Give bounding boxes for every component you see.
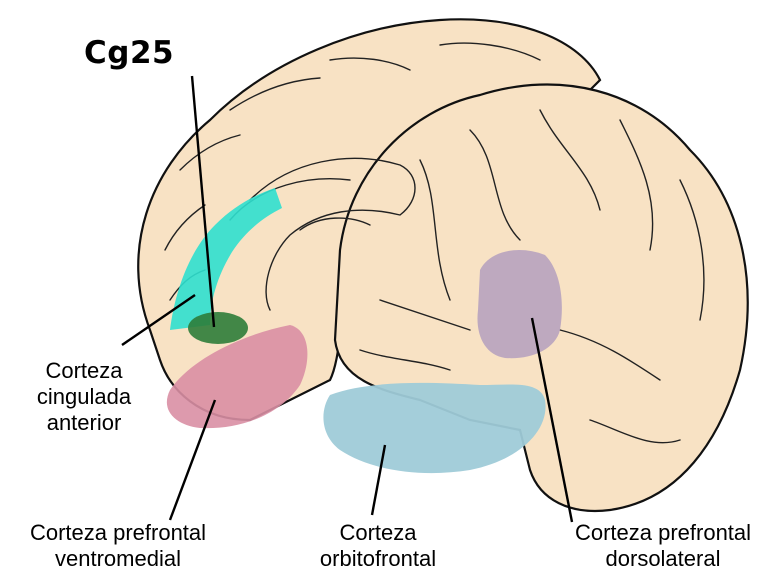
ventromedial-label: Corteza prefrontal ventromedial xyxy=(8,520,228,572)
anterior-cingulate-label: Corteza cingulada anterior xyxy=(22,358,146,436)
orbitofrontal-region xyxy=(323,383,545,473)
acc-line-3: anterior xyxy=(22,410,146,436)
ofc-line-2: orbitofrontal xyxy=(318,546,438,572)
cg25-label: Cg25 xyxy=(84,40,174,66)
dl-line-2: dorsolateral xyxy=(556,546,770,572)
ofc-line-1: Corteza xyxy=(318,520,438,546)
acc-line-1: Corteza xyxy=(22,358,146,384)
cg25-region xyxy=(188,312,248,344)
acc-line-2: cingulada xyxy=(22,384,146,410)
vm-line-1: Corteza prefrontal xyxy=(8,520,228,546)
dorsolateral-region xyxy=(477,250,561,358)
vm-line-2: ventromedial xyxy=(8,546,228,572)
dl-line-1: Corteza prefrontal xyxy=(556,520,770,546)
orbitofrontal-label: Corteza orbitofrontal xyxy=(318,520,438,572)
dorsolateral-label: Corteza prefrontal dorsolateral xyxy=(556,520,770,572)
